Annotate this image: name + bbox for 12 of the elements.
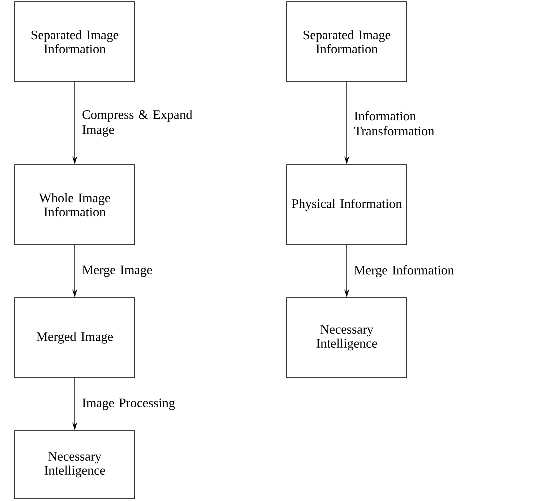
edge-label: Image Processing: [82, 398, 176, 410]
process-box: Physical Information: [286, 164, 408, 246]
edge-label: Merge Information: [354, 266, 454, 278]
process-box: Separated Image Information: [14, 2, 136, 82]
process-box: Necessary Intelligence: [14, 430, 136, 500]
edge-label: Merge Image: [82, 266, 152, 278]
process-box: Separated Image Information: [286, 2, 408, 82]
process-box: Necessary Intelligence: [286, 298, 408, 378]
process-box: Whole Image Information: [14, 164, 136, 246]
process-box: Merged Image: [14, 298, 136, 378]
edge-label: Information Transformation: [354, 111, 434, 136]
edge-label: Compress & Expand Image: [82, 110, 193, 137]
